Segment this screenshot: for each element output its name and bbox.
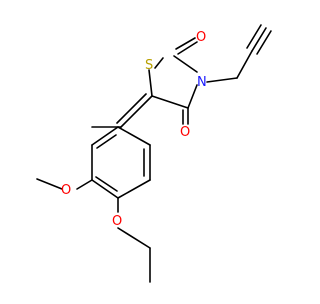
bond-o-ch3 (36, 178, 63, 190)
bond-ar-1 (91, 126, 119, 146)
methoxy-oxygen-label: O (61, 183, 71, 198)
bonds (36, 24, 272, 283)
ethoxy-oxygen-label: O (112, 214, 122, 229)
molecule-structure: S N O O O O (36, 24, 272, 283)
nitrogen-label: N (197, 75, 207, 90)
bond-ar-5-inner (95, 176, 118, 192)
bond-n-ch2 (206, 77, 238, 83)
bond-c5-ch-a (120, 95, 153, 128)
bond-c2-o-double-b (175, 37, 196, 50)
structure-diagram: S N O O O O (36, 24, 272, 283)
bond-ar-2 (117, 126, 151, 146)
bond-triple-a (251, 27, 267, 52)
carbonyl-oxygen-bottom-label: O (180, 125, 190, 140)
bond-triple-b (246, 24, 262, 49)
bond-ar-5 (91, 179, 119, 199)
bond-n-c4 (187, 84, 198, 109)
bond-ar-1-inner (96, 134, 117, 149)
bond-ar-4 (117, 179, 151, 199)
bond-c2-o-double-a (177, 41, 198, 55)
bond-ar-ome (76, 179, 93, 190)
bond-c5-ch-b (116, 93, 147, 124)
bond-ch2-c (236, 50, 253, 79)
bond-s-c2 (154, 57, 164, 69)
bond-triple-c (256, 30, 272, 55)
bond-c4-c5 (151, 95, 189, 109)
carbonyl-oxygen-top-label: O (196, 30, 206, 45)
bond-c5-s (148, 69, 153, 97)
bond-c2-n (173, 55, 198, 73)
sulfur-label: S (145, 58, 153, 73)
bond-o-ch2 (117, 227, 151, 249)
